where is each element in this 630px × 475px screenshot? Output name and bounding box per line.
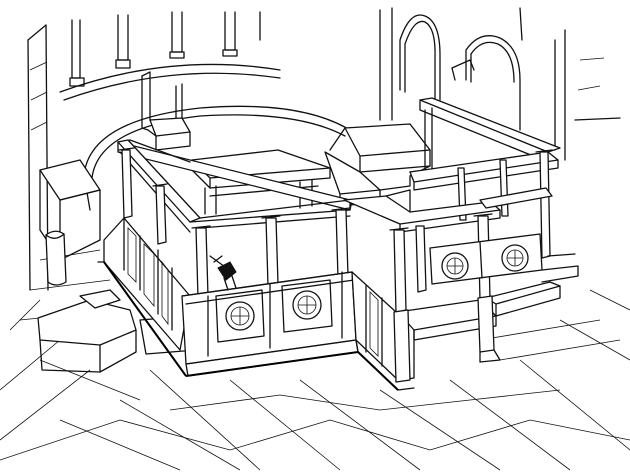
post bbox=[152, 183, 168, 245]
center-steps bbox=[324, 123, 431, 207]
choir-enclosure-left bbox=[97, 139, 359, 377]
post bbox=[415, 225, 427, 293]
post bbox=[389, 227, 409, 313]
rosette-panel bbox=[501, 244, 529, 272]
apse-background bbox=[27, 7, 621, 291]
rosette-panel bbox=[215, 289, 265, 343]
post bbox=[331, 207, 351, 279]
post bbox=[261, 215, 281, 287]
choir-enclosure-right bbox=[343, 97, 579, 391]
post bbox=[118, 147, 135, 219]
post bbox=[191, 225, 211, 299]
rosette-panel bbox=[441, 252, 469, 280]
rosette-panel bbox=[281, 279, 333, 333]
floor-paving bbox=[0, 230, 630, 471]
